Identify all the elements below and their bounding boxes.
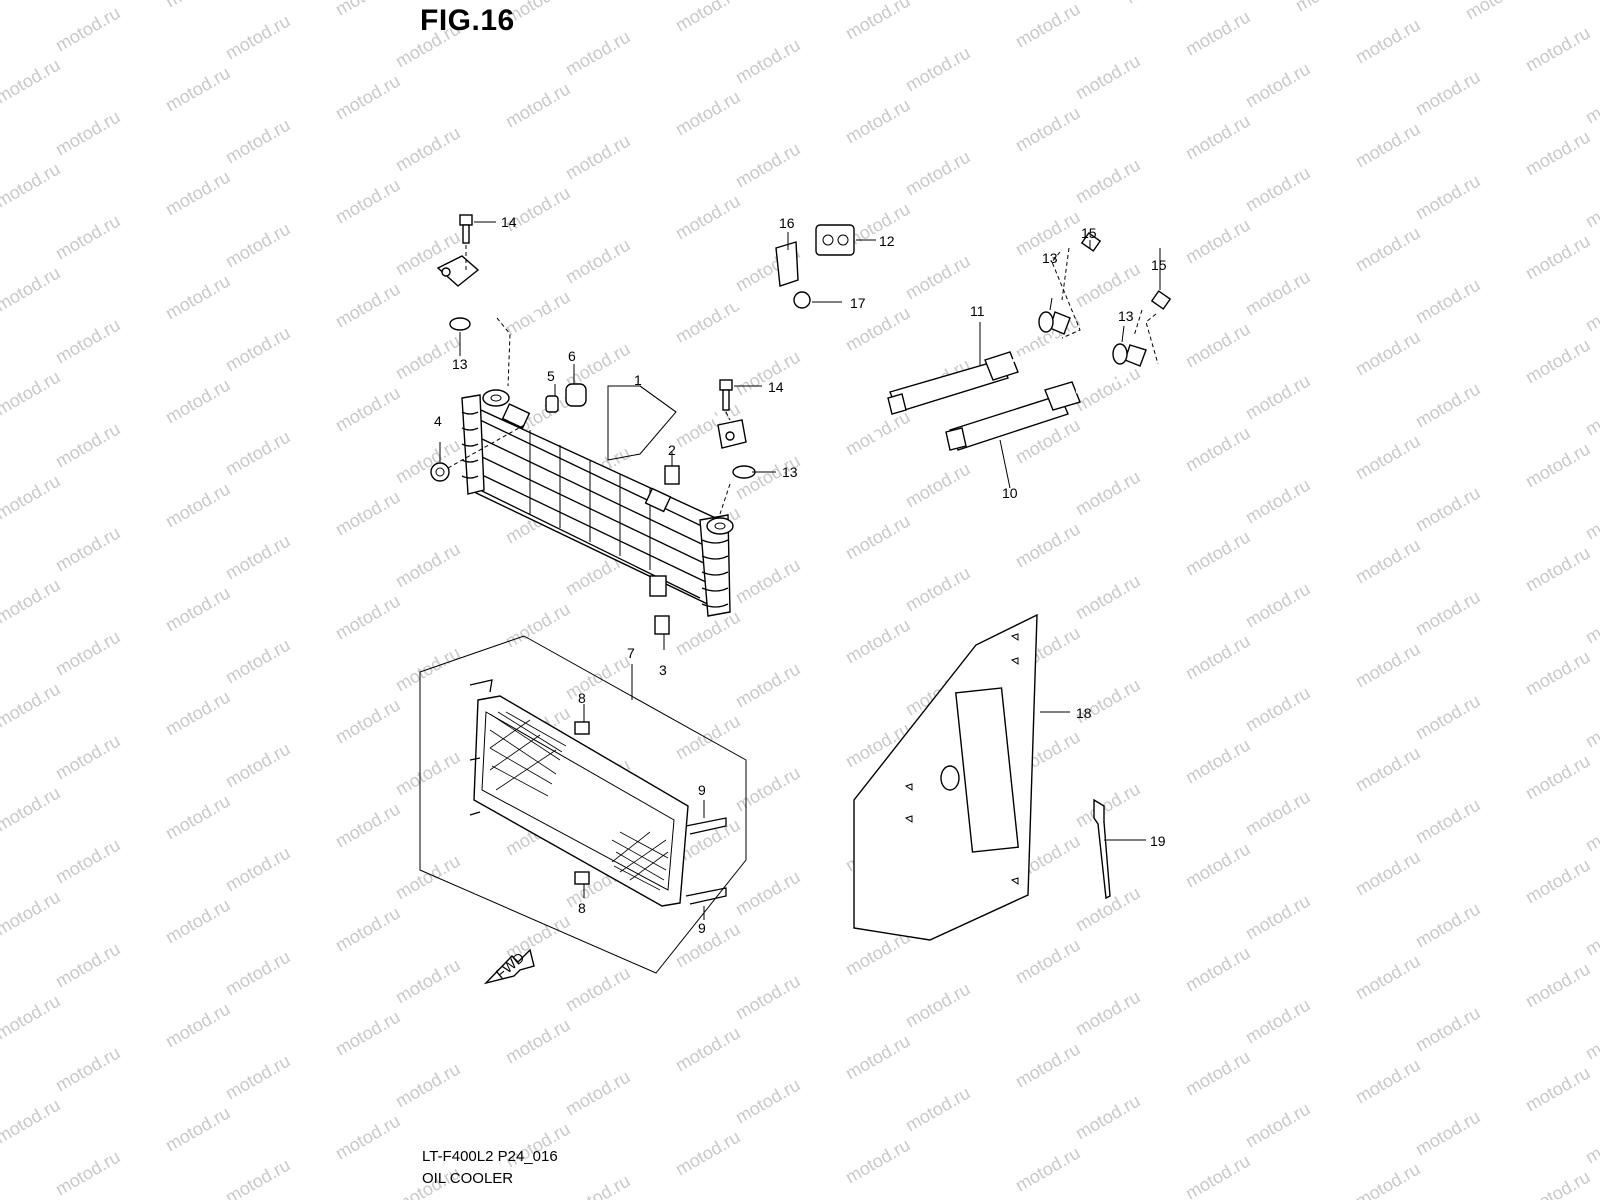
callout-15: 15	[1151, 257, 1167, 273]
callout-3: 3	[659, 662, 667, 678]
grommet-6	[565, 383, 587, 407]
bolt-15-b	[1150, 290, 1172, 310]
callout-5: 5	[547, 368, 555, 384]
nut-3	[654, 615, 670, 635]
small-parts	[430, 214, 1172, 635]
bracket-9-a	[685, 817, 727, 835]
callout-13: 13	[452, 356, 468, 372]
callout-1: 1	[634, 372, 642, 388]
callout-7: 7	[627, 645, 635, 661]
callout-8: 8	[578, 900, 586, 916]
oil-cooler-core	[461, 389, 734, 617]
cooler-guard-panel	[419, 635, 747, 985]
bolt-15-a	[1080, 232, 1102, 252]
callout-13: 13	[782, 464, 798, 480]
callout-2: 2	[668, 442, 676, 458]
oil-pipes	[436, 255, 950, 449]
callout-18: 18	[1076, 705, 1092, 721]
callout-6: 6	[568, 348, 576, 364]
callout-11: 11	[970, 303, 985, 319]
callout-15: 15	[1081, 225, 1097, 241]
cable-tie	[1093, 798, 1111, 900]
callout-10: 10	[1002, 485, 1018, 501]
collar-5	[545, 395, 559, 413]
bolt-17	[793, 291, 811, 309]
heat-shield-plate	[853, 613, 1038, 941]
o-ring-13-d	[1112, 343, 1128, 365]
section-name: OIL COOLER	[422, 1170, 514, 1187]
callout-4: 4	[434, 413, 442, 429]
leader-lines	[439, 221, 1161, 920]
callout-8: 8	[578, 690, 586, 706]
callout-14: 14	[501, 214, 517, 230]
bolt-14-mid	[719, 379, 733, 391]
callout-9: 9	[698, 920, 706, 936]
assembly-lines	[447, 245, 1159, 515]
callout-14: 14	[768, 379, 784, 395]
bolt-4	[430, 462, 450, 482]
callout-19: 19	[1150, 833, 1166, 849]
callout-9: 9	[698, 782, 706, 798]
callout-13: 13	[1118, 308, 1134, 324]
clip-8-b	[574, 871, 590, 885]
figure-title: FIG.16	[420, 4, 515, 37]
oil-hoses	[887, 311, 1147, 451]
callout-labels: 14 16 12 15 15 13 11 17 13 13 5 6 1 14 4…	[434, 214, 1167, 936]
callout-17: 17	[850, 295, 866, 311]
o-ring-13-c	[1038, 311, 1054, 333]
bracket-9-b	[685, 887, 727, 905]
callout-13: 13	[1042, 250, 1058, 266]
bolt-14-top	[459, 214, 473, 226]
clip-8-a	[574, 721, 590, 735]
o-ring-13-a	[449, 317, 471, 331]
model-code: LT-F400L2 P24_016	[422, 1148, 558, 1165]
nut-2	[664, 465, 680, 485]
fwd-arrow-icon	[483, 948, 535, 985]
callout-12: 12	[879, 233, 895, 249]
clamp-12	[815, 224, 855, 256]
o-ring-13-b	[732, 465, 756, 479]
bracket-16	[775, 241, 799, 287]
callout-16: 16	[779, 215, 795, 231]
